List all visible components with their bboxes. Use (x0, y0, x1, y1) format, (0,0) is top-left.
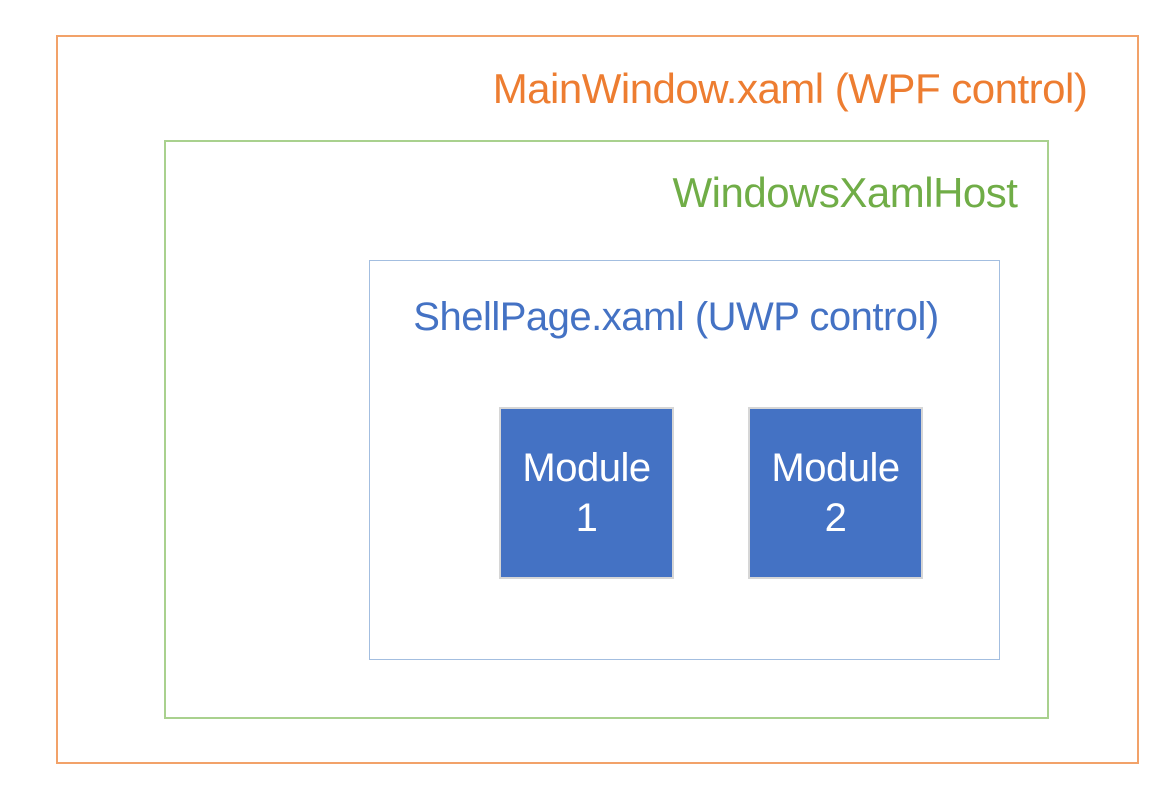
module-1-box: Module 1 (499, 407, 674, 579)
mainwindow-wpf-box: MainWindow.xaml (WPF control) WindowsXam… (56, 35, 1139, 764)
shellpage-uwp-label: ShellPage.xaml (UWP control) (413, 295, 939, 339)
module-2-label-line1: Module (771, 446, 900, 490)
module-1-label-line1: Module (522, 446, 651, 490)
module-2-box: Module 2 (748, 407, 923, 579)
module-1-label-line2: 1 (575, 496, 598, 540)
shellpage-uwp-box: ShellPage.xaml (UWP control) Module 1 Mo… (369, 260, 1000, 660)
windows-xaml-host-box: WindowsXamlHost ShellPage.xaml (UWP cont… (164, 140, 1049, 719)
windows-xaml-host-label: WindowsXamlHost (672, 169, 1018, 216)
module-2-label-line2: 2 (824, 496, 847, 540)
mainwindow-wpf-label: MainWindow.xaml (WPF control) (492, 65, 1088, 112)
